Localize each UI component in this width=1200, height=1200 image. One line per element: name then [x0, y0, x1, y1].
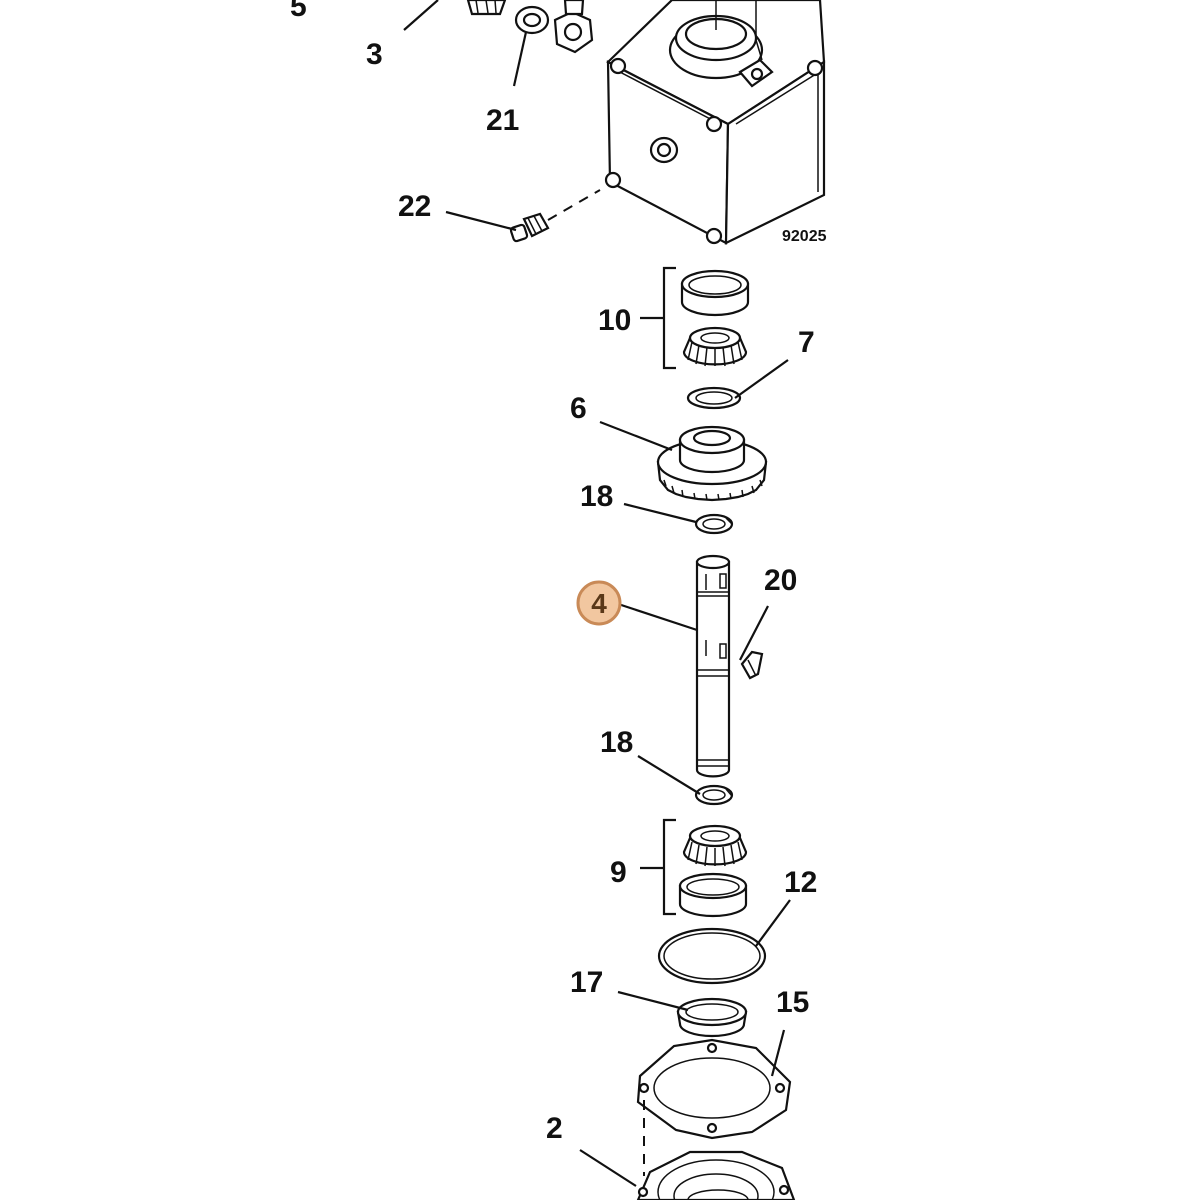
callout-17: 17: [570, 966, 603, 999]
gearbox-housing[interactable]: [604, 0, 826, 245]
part-15-gasket[interactable]: [636, 1038, 792, 1140]
callout-21: 21: [486, 104, 519, 137]
part-18-snap-ring-upper[interactable]: [694, 513, 734, 535]
hex-nut[interactable]: [553, 0, 594, 54]
part-10-bearing-cone[interactable]: [682, 326, 748, 367]
callout-18-lower: 18: [600, 726, 633, 759]
callout-4-label: 4: [591, 588, 607, 619]
part-10-bearing-cup[interactable]: [680, 269, 750, 317]
part-22-plug[interactable]: [509, 212, 550, 243]
callout-20: 20: [764, 564, 797, 597]
callout-18-upper: 18: [580, 480, 613, 513]
callout-6: 6: [570, 392, 587, 425]
part-18-snap-ring-lower[interactable]: [694, 784, 734, 806]
drawing-number: 92025: [782, 228, 827, 245]
part-9-bearing-cone[interactable]: [682, 824, 748, 867]
callout-9: 9: [610, 856, 627, 889]
part-20-woodruff-key[interactable]: [740, 650, 764, 680]
part-21-washer[interactable]: [514, 5, 550, 35]
part-4-shaft[interactable]: [695, 554, 731, 778]
part-12-o-ring[interactable]: [657, 927, 767, 985]
part-3-fitting[interactable]: [466, 0, 507, 16]
callout-12: 12: [784, 866, 817, 899]
part-2-bottom-cover[interactable]: [636, 1150, 796, 1200]
part-9-bearing-cup[interactable]: [678, 872, 748, 918]
part-17-seal[interactable]: [676, 997, 748, 1038]
callout-2: 2: [546, 1112, 563, 1145]
callout-5: 5: [290, 0, 307, 23]
callout-10: 10: [598, 304, 631, 337]
callout-15: 15: [776, 986, 809, 1019]
callout-3: 3: [366, 38, 383, 71]
callout-22: 22: [398, 190, 431, 223]
highlighted-callout-4[interactable]: 4: [576, 580, 622, 626]
part-6-bevel-gear[interactable]: [656, 425, 768, 502]
callout-7: 7: [798, 326, 815, 359]
part-7-shim[interactable]: [686, 386, 742, 410]
